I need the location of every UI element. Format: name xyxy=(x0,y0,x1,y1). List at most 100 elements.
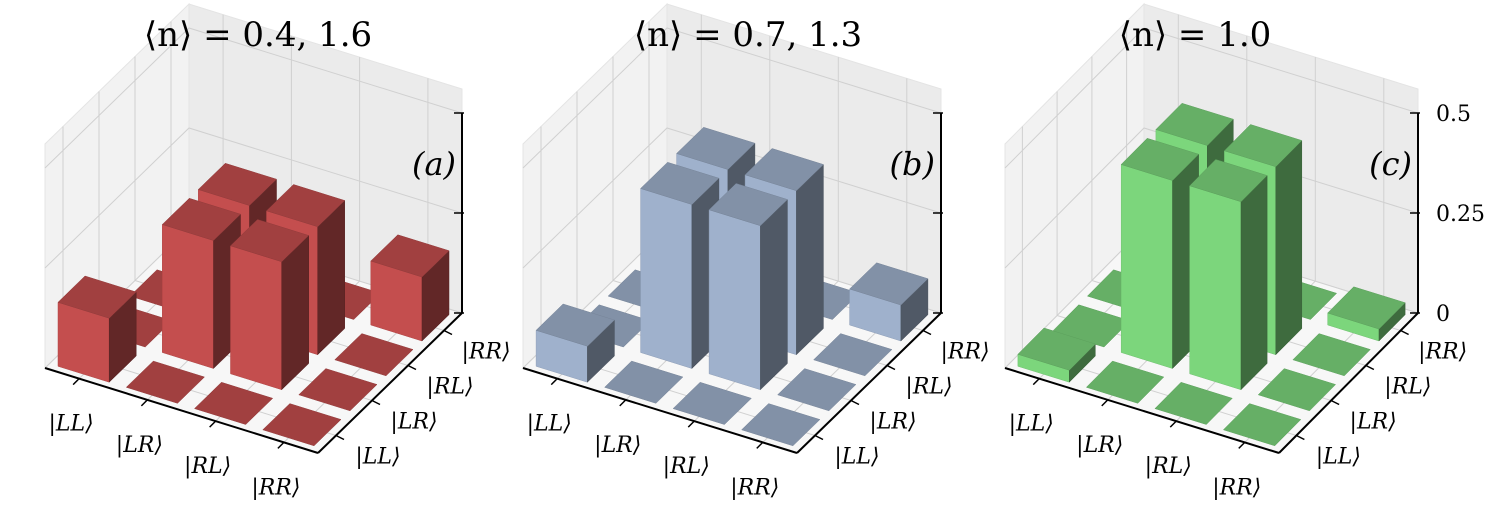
y-tick xyxy=(886,364,896,371)
bar-face-top xyxy=(604,360,684,404)
x-tick-label: |LL⟩ xyxy=(1009,412,1054,437)
bar-face-side xyxy=(1240,174,1268,391)
y-axis-line xyxy=(1278,312,1419,454)
bar-face-top xyxy=(672,382,752,425)
x-tick-label: |RR⟩ xyxy=(1212,475,1261,500)
bar-face-top xyxy=(1222,403,1302,447)
y-tick xyxy=(814,434,824,441)
bar-2-1 xyxy=(708,183,788,391)
grid-z xyxy=(1004,27,1419,169)
bar-face-front xyxy=(162,224,214,369)
y-tick-label: |RR⟩ xyxy=(1418,340,1467,365)
x-tick xyxy=(756,441,764,449)
x-tick xyxy=(209,420,217,428)
x-tick xyxy=(277,441,285,449)
y-tick-label: |RR⟩ xyxy=(461,340,510,365)
bar-1-1 xyxy=(640,162,720,370)
bar-face-top xyxy=(1155,103,1234,146)
bar-face-top xyxy=(1257,368,1337,412)
bar-face-top xyxy=(334,333,414,377)
x-tick xyxy=(1032,378,1040,386)
bar-face-top xyxy=(1223,124,1303,167)
y-tick-label: |LL⟩ xyxy=(834,445,879,470)
x-tick xyxy=(619,399,627,407)
bar-face-front xyxy=(640,188,693,369)
y-tick-label: |LR⟩ xyxy=(390,410,437,435)
bar-face-top xyxy=(266,184,346,227)
bar-face-top xyxy=(640,162,720,205)
y-tick xyxy=(922,329,932,336)
bar-3-2 xyxy=(334,333,414,377)
panel-label: (a) xyxy=(412,145,456,183)
y-tick xyxy=(850,399,860,406)
bar-3-0 xyxy=(262,403,342,447)
bar-face-top xyxy=(161,198,241,241)
bar-3-0 xyxy=(1222,403,1302,447)
y-axis-line xyxy=(317,312,463,454)
z-tick-label: 0 xyxy=(1436,302,1450,327)
x-tick-label: |LR⟩ xyxy=(1076,433,1123,458)
bar-face-top xyxy=(230,219,310,262)
panel-label: (c) xyxy=(1369,145,1412,183)
bar-2-0 xyxy=(1154,382,1233,425)
x-tick xyxy=(1169,420,1177,428)
y-tick-label: |RL⟩ xyxy=(426,375,473,400)
x-tick xyxy=(72,378,80,386)
bar-face-front xyxy=(1189,185,1242,391)
bar-0-0 xyxy=(535,303,615,383)
bar-face-top xyxy=(708,183,788,226)
bar-0-0 xyxy=(57,275,137,383)
bar-face-top xyxy=(1327,286,1406,330)
panel-title: ⟨n⟩ = 1.0 xyxy=(1119,15,1272,55)
bar-face-side xyxy=(281,234,309,391)
bar-3-1 xyxy=(1257,368,1337,412)
bar-3-2 xyxy=(1292,333,1371,377)
grid-z xyxy=(522,127,942,269)
bar-2-1 xyxy=(1189,159,1268,391)
bar-face-top xyxy=(777,368,857,412)
y-tick xyxy=(1296,434,1305,441)
x-tick-label: |RL⟩ xyxy=(663,454,710,479)
y-tick-label: |LL⟩ xyxy=(1316,445,1361,470)
bar-face-front xyxy=(1120,164,1173,369)
grid-z xyxy=(44,27,463,169)
bar-3-0 xyxy=(741,403,821,447)
bar-face-side xyxy=(796,163,824,356)
x-tick-label: |LL⟩ xyxy=(527,412,572,437)
y-tick-label: |LR⟩ xyxy=(869,410,916,435)
bar-face-top xyxy=(849,262,929,306)
x-tick xyxy=(687,420,695,428)
grid-z xyxy=(44,127,463,269)
bar-1-1 xyxy=(161,198,241,370)
bar-3-3 xyxy=(1327,286,1406,342)
bar-face-top xyxy=(741,403,821,447)
bar-3-2 xyxy=(813,333,893,377)
bar-1-0 xyxy=(1085,360,1165,404)
bar-face-top xyxy=(1017,327,1096,371)
bar-face-top xyxy=(676,127,756,170)
y-tick-label: |RR⟩ xyxy=(940,340,989,365)
bar-3-1 xyxy=(298,368,378,412)
bar-face-top xyxy=(370,234,450,278)
y-tick xyxy=(1400,329,1409,336)
grid-z xyxy=(1004,127,1419,269)
bar-face-top xyxy=(125,360,205,404)
z-tick-label: 0.25 xyxy=(1436,202,1485,227)
y-tick-label: |RL⟩ xyxy=(905,375,952,400)
x-tick-label: |LL⟩ xyxy=(49,412,94,437)
x-axis-line xyxy=(522,367,798,454)
bar-face-top xyxy=(194,382,274,425)
y-axis-line xyxy=(796,312,942,454)
bar-3-3 xyxy=(370,234,450,342)
y-tick-label: |LL⟩ xyxy=(355,445,400,470)
x-tick-label: |RR⟩ xyxy=(730,475,779,500)
x-tick-label: |LR⟩ xyxy=(116,433,163,458)
bar-face-top xyxy=(197,163,277,206)
bar-face-front xyxy=(708,209,761,391)
bar-face-top xyxy=(262,403,342,447)
bar-face-top xyxy=(535,303,615,347)
panel-a: |LL⟩|LR⟩|RL⟩|RR⟩|LL⟩|LR⟩|RL⟩|RR⟩(a)⟨n⟩ =… xyxy=(44,2,511,500)
panel-c: |LL⟩|LR⟩|RL⟩|RR⟩|LL⟩|LR⟩|RL⟩|RR⟩00.250.5… xyxy=(1004,2,1485,500)
y-tick xyxy=(335,434,345,441)
